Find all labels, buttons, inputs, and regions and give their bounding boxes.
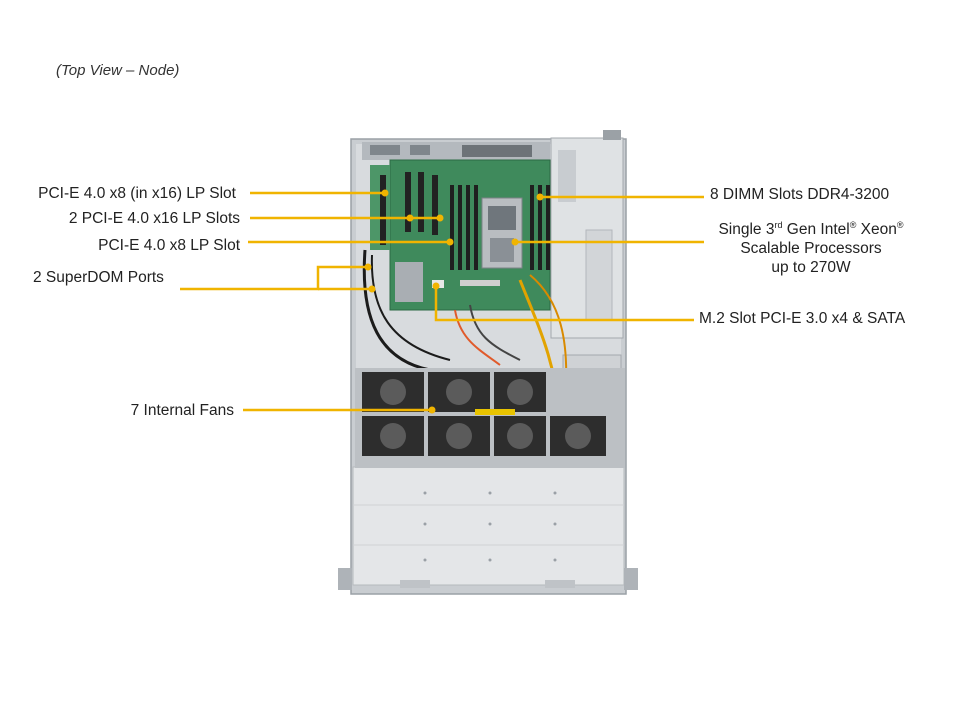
rear-io-panel [362,142,550,160]
callout-dots [364,189,544,414]
label-processor: Single 3rd Gen Intel® Xeon® Scalable Pro… [718,219,904,276]
label-dimm-slots: 8 DIMM Slots DDR4-3200 [710,186,890,203]
label-pcie-x16-slots: 2 PCI-E 4.0 x16 LP Slots [68,210,240,227]
view-caption: (Top View – Node) [56,62,180,79]
label-pcie-x8-slot: PCI-E 4.0 x8 LP Slot [98,237,240,254]
fan-array [355,368,625,468]
label-pcie-x8-in-x16-slot: PCI-E 4.0 x8 (in x16) LP Slot [38,185,236,202]
label-superdom-ports: 2 SuperDOM Ports [33,269,164,286]
motherboard [370,159,551,311]
callout-superdom-1 [180,265,368,291]
label-m2-slot: M.2 Slot PCI-E 3.0 x4 & SATA [699,310,906,327]
label-internal-fans: 7 Internal Fans [130,402,234,419]
callout-lines [180,191,704,412]
callout-m2 [434,286,694,322]
